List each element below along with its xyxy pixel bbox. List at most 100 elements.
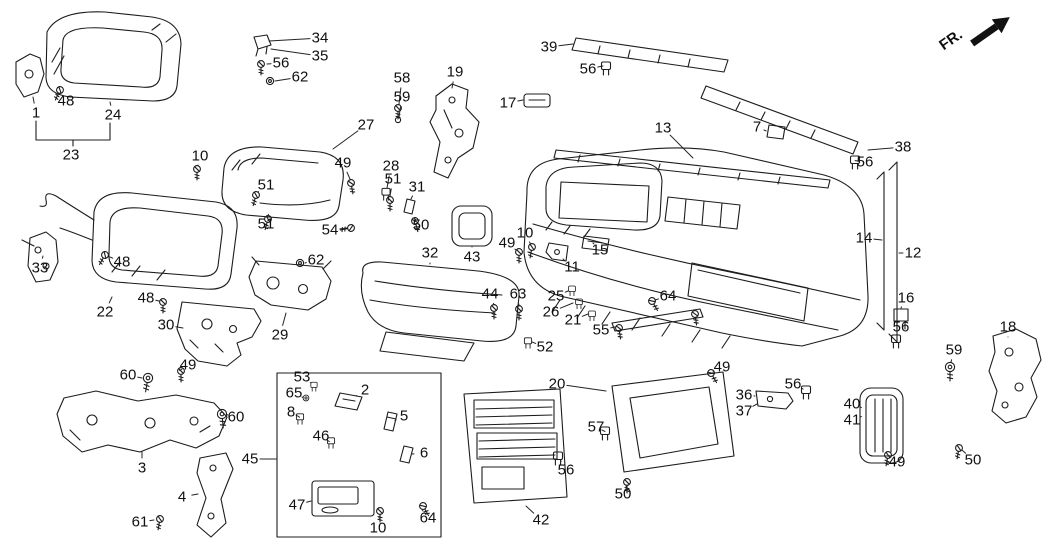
part-number-label: 43 bbox=[463, 248, 481, 266]
part-number-label: 10 bbox=[191, 147, 209, 165]
part-number-label: 42 bbox=[532, 511, 550, 529]
part-number-label: 60 bbox=[227, 408, 245, 426]
part-number-label: 34 bbox=[311, 29, 329, 47]
part-number-label: 57 bbox=[587, 418, 605, 436]
part-number-label: 37 bbox=[735, 402, 753, 420]
part-number-label: 55 bbox=[592, 321, 610, 339]
fasteners bbox=[51, 84, 964, 531]
part-number-label: 38 bbox=[894, 138, 912, 156]
part-number-label: 47 bbox=[288, 496, 306, 514]
part-number-label: 56 bbox=[892, 318, 910, 336]
part-number-label: 8 bbox=[286, 403, 296, 421]
part-number-label: 53 bbox=[293, 368, 311, 386]
part-number-label: 35 bbox=[311, 47, 329, 65]
part-number-label: 28 bbox=[382, 157, 400, 175]
part-instrument-panel bbox=[523, 147, 869, 349]
part-number-label: 49 bbox=[334, 154, 352, 172]
part-number-label: 31 bbox=[408, 178, 426, 196]
part-number-label: 30 bbox=[157, 316, 175, 334]
part-steering-bracket-3 bbox=[56, 390, 228, 453]
part-number-label: 12 bbox=[904, 244, 922, 262]
part-number-label: 22 bbox=[96, 303, 114, 321]
part-number-label: 29 bbox=[271, 326, 289, 344]
part-number-label: 50 bbox=[614, 485, 632, 503]
part-number-label: 40 bbox=[843, 395, 861, 413]
part-number-label: 15 bbox=[591, 241, 609, 259]
part-number-label: 50 bbox=[412, 216, 430, 234]
part-number-label: 51 bbox=[257, 176, 275, 194]
part-number-label: 59 bbox=[945, 341, 963, 359]
part-number-label: 56 bbox=[579, 60, 597, 78]
part-number-label: 49 bbox=[179, 356, 197, 374]
part-number-label: 1 bbox=[31, 104, 41, 122]
part-number-label: 32 bbox=[421, 244, 439, 262]
part-number-label: 54 bbox=[321, 221, 339, 239]
part-garnish-strip-38 bbox=[700, 85, 861, 170]
part-number-label: 16 bbox=[897, 289, 915, 307]
part-number-label: 56 bbox=[272, 54, 290, 72]
part-number-label: 49 bbox=[498, 234, 516, 252]
part-number-label: 58 bbox=[393, 69, 411, 87]
part-number-label: 56 bbox=[557, 461, 575, 479]
part-bracket-30 bbox=[176, 301, 262, 367]
part-number-label: 52 bbox=[536, 338, 554, 356]
part-clip-7 bbox=[766, 124, 786, 140]
part-bracket-29 bbox=[248, 256, 332, 311]
part-garnish-strip-39 bbox=[571, 37, 729, 76]
part-number-label: 36 bbox=[735, 386, 753, 404]
part-number-label: 51 bbox=[384, 170, 402, 188]
part-bracket-18 bbox=[988, 328, 1042, 424]
part-bracket-33 bbox=[21, 231, 59, 283]
part-number-label: 63 bbox=[509, 285, 527, 303]
part-number-label: 27 bbox=[357, 116, 375, 134]
part-number-label: 48 bbox=[137, 289, 155, 307]
part-number-label: 10 bbox=[516, 224, 534, 242]
part-number-label: 25 bbox=[547, 287, 565, 305]
part-number-label: 48 bbox=[113, 253, 131, 271]
part-under-cover-32 bbox=[360, 261, 520, 362]
part-bracket-11 bbox=[545, 242, 569, 262]
part-number-label: 33 bbox=[31, 259, 49, 277]
part-number-label: 61 bbox=[131, 513, 149, 531]
part-number-label: 62 bbox=[307, 251, 325, 269]
bracket-line-23 bbox=[35, 120, 111, 147]
part-number-label: 21 bbox=[564, 311, 582, 329]
part-number-label: 17 bbox=[499, 94, 517, 112]
part-number-label: 13 bbox=[654, 119, 672, 137]
part-number-label: 64 bbox=[419, 509, 437, 527]
part-number-label: 7 bbox=[752, 118, 762, 136]
part-lower-bracket-1 bbox=[15, 53, 45, 98]
part-number-label: 2 bbox=[360, 381, 370, 399]
fastener-stack-34-35 bbox=[253, 34, 275, 86]
part-glovebox-frame-20 bbox=[599, 371, 735, 473]
part-number-label: 5 bbox=[399, 407, 409, 425]
part-number-label: 24 bbox=[104, 106, 122, 124]
part-number-label: 39 bbox=[540, 38, 558, 56]
part-number-label: 26 bbox=[542, 303, 560, 321]
part-number-label: 23 bbox=[62, 146, 80, 164]
part-number-label: 46 bbox=[312, 427, 330, 445]
part-grille-15 bbox=[581, 235, 610, 252]
part-number-label: 11 bbox=[564, 258, 580, 276]
part-stay-55 bbox=[611, 308, 704, 332]
fr-arrow bbox=[970, 17, 1010, 47]
part-cluster-visor-upper bbox=[45, 11, 182, 102]
part-number-label: 65 bbox=[285, 384, 303, 402]
part-number-label: 48 bbox=[57, 92, 75, 110]
part-number-label: 49 bbox=[888, 453, 906, 471]
part-grille-17 bbox=[523, 93, 551, 108]
part-number-label: 59 bbox=[393, 88, 411, 106]
part-visor-lower-22 bbox=[39, 192, 238, 290]
part-number-label: 62 bbox=[291, 68, 309, 86]
part-number-label: 3 bbox=[137, 459, 147, 477]
part-vent-43 bbox=[451, 205, 493, 247]
part-number-label: 10 bbox=[369, 519, 387, 537]
part-number-label: 60 bbox=[119, 366, 137, 384]
part-number-label: 56 bbox=[784, 375, 802, 393]
hardware-box-45 bbox=[276, 372, 442, 538]
part-clip-16 bbox=[890, 308, 909, 349]
part-number-label: 18 bbox=[999, 318, 1017, 336]
part-number-label: 14 bbox=[855, 229, 873, 247]
part-number-label: 41 bbox=[843, 411, 861, 429]
